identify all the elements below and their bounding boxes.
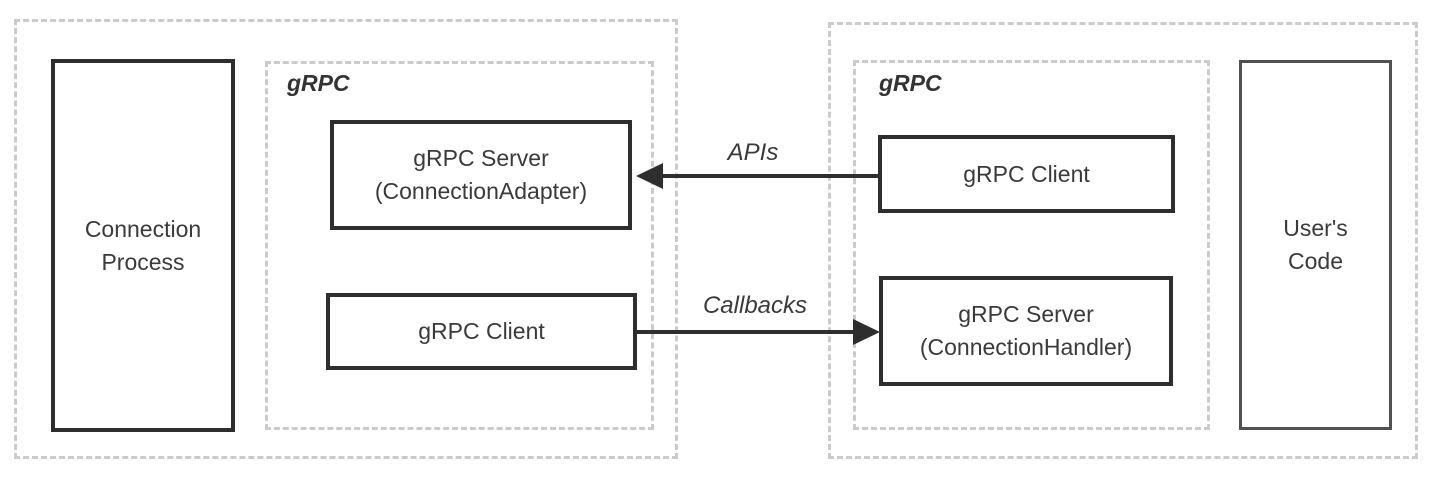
- right-grpc-client-box: gRPC Client: [878, 135, 1175, 213]
- right-grpc-boundary: [853, 60, 1210, 430]
- grpc-server-connection-handler-box: gRPC Server (ConnectionHandler): [879, 276, 1173, 386]
- left-grpc-boundary: [265, 61, 654, 430]
- left-grpc-client-label: gRPC Client: [418, 318, 545, 345]
- grpc-server-connection-adapter-box: gRPC Server (ConnectionAdapter): [330, 120, 632, 230]
- users-code-label: User's Code: [1283, 215, 1348, 274]
- grpc-server-connection-handler-label: gRPC Server (ConnectionHandler): [919, 301, 1133, 360]
- right-grpc-client-label: gRPC Client: [963, 160, 1090, 187]
- grpc-server-connection-adapter-label: gRPC Server (ConnectionAdapter): [374, 145, 588, 204]
- connection-process-label: Connection Process: [84, 215, 202, 275]
- callbacks-arrow-label: Callbacks: [702, 292, 808, 319]
- connection-process-container: [14, 19, 678, 459]
- left-grpc-client-box: gRPC Client: [326, 293, 637, 370]
- users-code-box: User's Code: [1239, 60, 1392, 430]
- connection-process-box: Connection Process: [51, 59, 235, 432]
- users-code-container: [828, 22, 1418, 459]
- right-grpc-title: gRPC: [879, 70, 942, 96]
- apis-arrow-label: APIs: [727, 139, 779, 166]
- left-grpc-title: gRPC: [287, 70, 350, 96]
